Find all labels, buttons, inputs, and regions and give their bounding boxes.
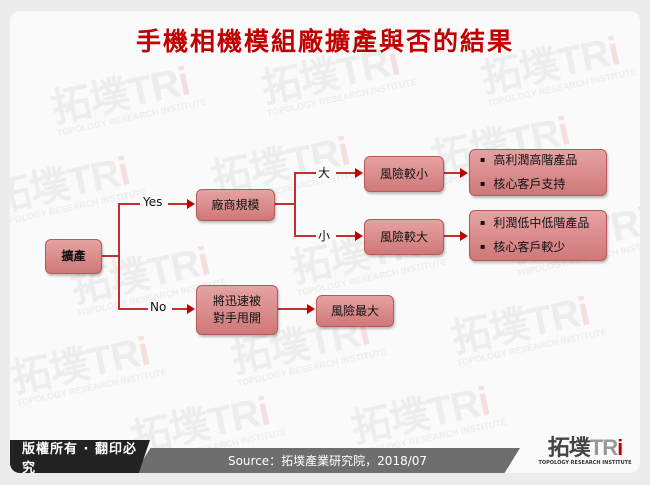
- connector: [276, 308, 308, 310]
- arrow-icon: [187, 199, 195, 209]
- node-left-behind: 將迅速被對手甩開: [196, 285, 278, 335]
- connector: [294, 172, 318, 174]
- connector: [294, 235, 318, 237]
- arrow-icon: [460, 168, 468, 178]
- connector: [118, 203, 120, 309]
- result-item: 利潤低中低階產品: [480, 215, 589, 233]
- connector: [336, 235, 356, 237]
- arrow-icon: [355, 231, 363, 241]
- connector: [336, 172, 356, 174]
- edge-label-yes: Yes: [141, 195, 165, 209]
- arrow-icon: [355, 168, 363, 178]
- source-bar: Source：拓墣產業研究院，2018/07: [135, 448, 520, 473]
- copyright-bar: 版權所有 · 翻印必究: [10, 440, 150, 473]
- node-expand: 擴產: [45, 239, 102, 274]
- connector: [118, 308, 148, 310]
- node-risk-max: 風險最大: [316, 295, 394, 327]
- result-item: 高利潤高階產品: [480, 152, 577, 170]
- result-large-vendor: 高利潤高階產品 核心客戶支持: [469, 149, 607, 196]
- result-small-vendor: 利潤低中低階產品 核心客戶較少: [469, 210, 607, 261]
- connector: [442, 235, 460, 237]
- arrow-icon: [307, 304, 315, 314]
- node-risk-small: 風險較小: [364, 156, 444, 192]
- connector: [168, 203, 188, 205]
- connector: [294, 172, 296, 236]
- edge-label-big: 大: [316, 164, 333, 181]
- tri-logo: 拓墣TRi TOPOLOGY RESEARCH INSTITUTE: [530, 430, 640, 473]
- page-title: 手機相機模組廠擴產與否的結果: [135, 27, 514, 56]
- node-risk-large: 風險較大: [364, 219, 444, 255]
- connector: [172, 308, 188, 310]
- edge-label-no: No: [148, 300, 169, 314]
- copyright-text: 版權所有 · 翻印必究: [22, 441, 137, 476]
- connector: [273, 203, 295, 205]
- node-left-behind-label: 將迅速被對手甩開: [212, 294, 261, 325]
- connector: [118, 203, 140, 205]
- connector: [100, 255, 119, 257]
- result-item: 核心客戶較少: [480, 239, 565, 257]
- edge-label-small: 小: [316, 227, 333, 244]
- arrow-icon: [187, 304, 195, 314]
- logo-subtext: TOPOLOGY RESEARCH INSTITUTE: [538, 460, 632, 466]
- arrow-icon: [460, 231, 468, 241]
- source-text: Source：拓墣產業研究院，2018/07: [227, 454, 428, 468]
- logo-mark: 拓墣TRi: [547, 435, 623, 460]
- connector: [442, 172, 460, 174]
- node-vendor-scale: 廠商規模: [196, 189, 275, 221]
- result-item: 核心客戶支持: [480, 176, 565, 194]
